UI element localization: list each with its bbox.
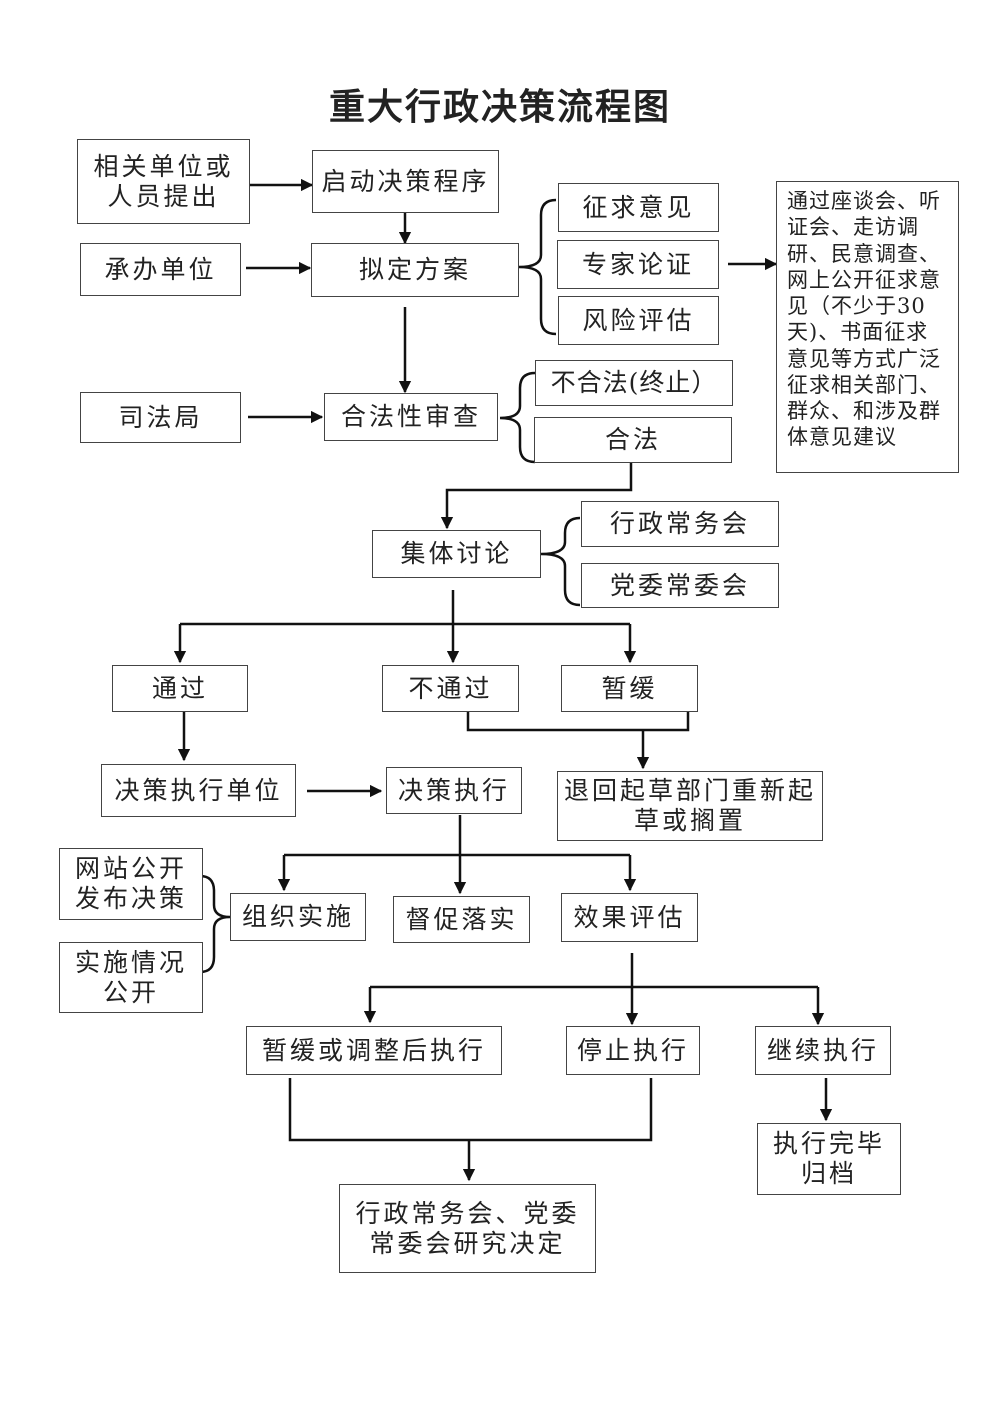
solicit-opinions-box: 征求意见 (558, 183, 719, 232)
return-redraft-label: 退回起草部门重新起草或搁置 (563, 776, 816, 835)
risk-assessment-label: 风险评估 (582, 305, 695, 335)
stop-execution-box: 停止执行 (566, 1026, 700, 1075)
expert-argument-box: 专家论证 (557, 240, 719, 289)
legality-review-label: 合法性审查 (340, 402, 481, 431)
draft-plan-box: 拟定方案 (311, 243, 519, 297)
brace-legality-results (499, 371, 536, 464)
line-postpone-stop-join (288, 1078, 653, 1142)
postponed-box: 暂缓 (561, 665, 698, 712)
expert-argument-label: 专家论证 (581, 249, 694, 279)
return-redraft-box: 退回起草部门重新起草或搁置 (557, 771, 823, 841)
passed-box: 通过 (112, 665, 248, 712)
postponed-label: 暂缓 (601, 673, 658, 703)
decision-execution-box: 决策执行 (386, 767, 522, 814)
archive-box: 执行完毕归档 (757, 1123, 901, 1195)
line-notpassed-postponed-join (466, 712, 690, 732)
supervise-box: 督促落实 (393, 896, 530, 943)
supervise-label: 督促落实 (405, 904, 518, 934)
page-title: 重大行政决策流程图 (328, 86, 671, 128)
continue-execution-label: 继续执行 (766, 1035, 879, 1065)
executive-meeting-label: 行政常务会 (609, 509, 750, 538)
brace-discussion-meetings (540, 516, 581, 607)
brace-publicity-organize (199, 874, 231, 974)
legality-review-box: 合法性审查 (324, 393, 498, 441)
postpone-adjust-box: 暂缓或调整后执行 (246, 1026, 502, 1075)
implementation-public-box: 实施情况公开 (59, 942, 203, 1013)
final-decision-label: 行政常务会、党委常委会研究决定 (355, 1198, 580, 1258)
execution-unit-label: 决策执行单位 (114, 775, 283, 805)
solicit-opinions-label: 征求意见 (582, 192, 695, 222)
collective-discussion-box: 集体讨论 (372, 530, 541, 578)
consultation-note-text: 通过座谈会、听证会、走访调研、民意调查、网上公开征求意见（不少于30天)、书面征… (787, 189, 941, 450)
illegal-box: 不合法(终止） (535, 360, 733, 406)
collective-discussion-label: 集体讨论 (400, 539, 513, 568)
not-passed-label: 不通过 (408, 673, 493, 703)
decision-execution-label: 决策执行 (397, 775, 510, 805)
arrow-legal-to-discussion (440, 463, 633, 530)
undertaking-unit-label: 承办单位 (104, 254, 217, 284)
website-publish-label: 网站公开发布决策 (74, 854, 187, 913)
legal-box: 合法 (534, 417, 732, 463)
related-units-box: 相关单位或人员提出 (77, 139, 250, 224)
draft-plan-label: 拟定方案 (358, 255, 471, 284)
not-passed-box: 不通过 (382, 665, 519, 712)
website-publish-box: 网站公开发布决策 (59, 848, 203, 920)
party-committee-box: 党委常委会 (581, 563, 779, 608)
organize-implement-box: 组织实施 (230, 893, 366, 941)
justice-bureau-label: 司法局 (118, 402, 203, 432)
stop-execution-label: 停止执行 (576, 1035, 689, 1065)
undertaking-unit-box: 承办单位 (80, 243, 241, 296)
final-decision-box: 行政常务会、党委常委会研究决定 (339, 1184, 596, 1273)
illegal-label: 不合法(终止） (550, 368, 718, 397)
execution-unit-box: 决策执行单位 (101, 764, 296, 817)
legal-label: 合法 (604, 425, 661, 454)
related-units-label: 相关单位或人员提出 (93, 151, 234, 211)
archive-label: 执行完毕归档 (772, 1129, 885, 1188)
justice-bureau-box: 司法局 (80, 392, 241, 443)
party-committee-label: 党委常委会 (609, 570, 750, 600)
executive-meeting-box: 行政常务会 (581, 501, 779, 547)
postpone-adjust-label: 暂缓或调整后执行 (261, 1035, 486, 1065)
risk-assessment-box: 风险评估 (558, 296, 719, 345)
continue-execution-box: 继续执行 (755, 1026, 891, 1075)
implementation-public-label: 实施情况公开 (74, 947, 187, 1007)
start-procedure-box: 启动决策程序 (312, 150, 499, 213)
organize-implement-label: 组织实施 (241, 902, 354, 931)
start-procedure-label: 启动决策程序 (321, 166, 490, 196)
brace-draft-options (518, 198, 557, 336)
passed-label: 通过 (151, 673, 208, 703)
effect-evaluation-box: 效果评估 (561, 893, 698, 942)
consultation-note-box: 通过座谈会、听证会、走访调研、民意调查、网上公开征求意见（不少于30天)、书面征… (776, 181, 959, 473)
effect-evaluation-label: 效果评估 (573, 902, 686, 932)
